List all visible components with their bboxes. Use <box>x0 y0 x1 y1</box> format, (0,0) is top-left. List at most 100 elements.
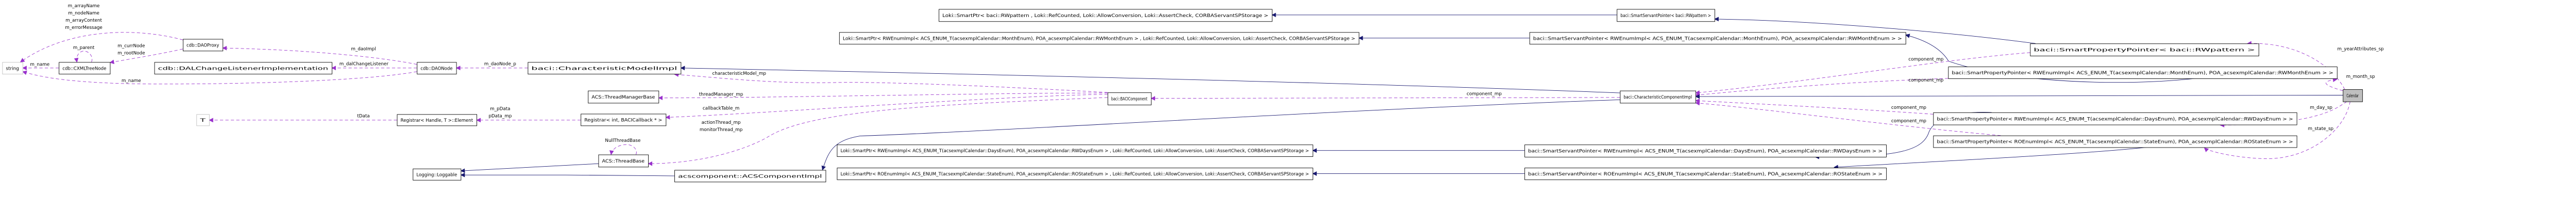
node-label: Registrar< int, BACICallback * > <box>584 118 662 123</box>
edge-label: m_arrayName <box>68 4 100 9</box>
class-node-cmi[interactable]: baci::CharacteristicModelImpl <box>528 62 682 75</box>
class-node-cci[interactable]: baci::CharacteristicComponentImpl <box>1620 90 1697 104</box>
edge-line <box>680 66 1620 93</box>
node-label: baci::SmartPropertyPointer< RWEnumImpl< … <box>1952 71 2333 76</box>
class-node-dalcl[interactable]: cdb::DALChangeListenerImplementation <box>154 62 332 75</box>
edge-label: actionThread_mp <box>702 120 741 125</box>
edge-line <box>658 92 1108 101</box>
edge-line <box>665 94 1108 120</box>
class-node-spp-days[interactable]: baci::SmartPropertyPointer< RWEnumImpl< … <box>1933 112 2297 125</box>
node-label: baci::SmartServantPointer< baci::RWpatte… <box>1620 13 1711 19</box>
edge-label: m_currNode <box>117 43 145 49</box>
class-node-threadbase[interactable]: ACS::ThreadBase <box>598 154 649 168</box>
usage-edge-daonode-to-dalcl: m_dalChangeListener <box>331 62 417 71</box>
nodes-layer: string cdb::CXMLTreeNode cdb::DAOProxycdb:… <box>2 9 2363 183</box>
class-node-acsci[interactable]: acscomponent::ACSComponentImpl <box>674 170 826 183</box>
edge-line <box>1695 101 2001 136</box>
collaboration-diagram: m_arrayNamem_nodeNamem_arrayContentm_err… <box>2 4 2384 183</box>
edge-line <box>1150 96 1620 101</box>
class-node-ssp-state[interactable]: baci::SmartServantPointer< ROEnumImpl< A… <box>1524 168 1887 180</box>
class-node-ssp-month[interactable]: baci::SmartServantPointer< RWEnumImpl< A… <box>1529 32 1906 45</box>
class-node-regint[interactable]: Registrar< int, BACICallback * > <box>581 114 667 126</box>
node-box <box>839 32 1360 45</box>
node-label: baci::CharacteristicModelImpl <box>531 66 677 71</box>
node-box <box>1933 135 2297 148</box>
edge-label: NullThreadBase <box>605 138 640 143</box>
edge-line <box>22 70 417 85</box>
usage-edge-calendar-to-spp_rw: m_yearAttributes_sp <box>2247 41 2384 90</box>
inheritance-edge-cci-to-acsci <box>821 99 1620 171</box>
node-box <box>1107 92 1152 105</box>
usage-edge-daonode-to-string: m_name <box>22 70 417 85</box>
edge-line <box>20 32 183 62</box>
node-label: acscomponent::ACSComponentImpl <box>678 174 822 179</box>
edges-layer: m_arrayNamem_nodeNamem_arrayContentm_err… <box>20 4 2384 177</box>
usage-edge-calendar-to-spp_state: m_state_sp <box>2204 101 2350 159</box>
node-label: T <box>199 118 206 123</box>
node-box <box>581 114 667 126</box>
class-node-spp-state[interactable]: baci::SmartPropertyPointer< ROEnumImpl< … <box>1933 135 2297 148</box>
node-label: cdb::DAOProxy <box>187 43 219 48</box>
edge-line <box>1695 99 1934 115</box>
node-box <box>1620 90 1697 104</box>
node-label: Loki::SmartPtr< baci::RWpattern , Loki::… <box>942 13 1268 19</box>
edge-label: m_name <box>122 78 141 84</box>
node-label: baci::CharacteristicComponentImpl <box>1623 95 1692 100</box>
node-box <box>397 114 478 126</box>
class-node-element[interactable]: Registrar< Handle, T >::Element <box>397 114 478 126</box>
edge-label: m_pData <box>490 106 510 111</box>
node-label: baci::SmartServantPointer< RWEnumImpl< A… <box>1533 36 1902 41</box>
usage-edge-spp_state-to-cci: component_mp <box>1695 101 2001 136</box>
usage-edge-calendar-to-spp_month: m_month_sp <box>2326 74 2375 91</box>
edge-label: m_rootNode <box>117 51 145 56</box>
class-node-loggable[interactable]: Logging::Loggable <box>413 168 462 181</box>
class-node-loki-state[interactable]: Loki::SmartPtr< ROEnumImpl< ACS_ENUM_T(a… <box>837 168 1313 180</box>
edge-label: tData <box>357 114 369 119</box>
usage-edge-threadbase-to-threadbase: NullThreadBase <box>605 138 640 155</box>
class-node-spp-rw[interactable]: baci::SmartPropertyPointer< baci::RWpatt… <box>2030 43 2259 56</box>
class-node-spp-month[interactable]: baci::SmartPropertyPointer< RWEnumImpl< … <box>1948 67 2337 79</box>
node-box <box>1933 112 2297 125</box>
class-node-daonode[interactable]: cdb::DAONode <box>417 62 457 75</box>
node-label: baci::SmartServantPointer< ROEnumImpl< A… <box>1528 172 1883 177</box>
edge-label: threadManager_mp <box>699 92 743 97</box>
node-box <box>598 154 649 168</box>
node-label: baci::BACIComponent <box>1111 97 1148 102</box>
edge-line <box>2326 77 2343 91</box>
class-node-loki-month[interactable]: Loki::SmartPtr< RWEnumImpl< ACS_ENUM_T(a… <box>839 32 1360 45</box>
edge-line <box>821 99 1620 171</box>
node-label: baci::SmartPropertyPointer< ROEnumImpl< … <box>1937 140 2293 145</box>
usage-edge-element-to-t: tData <box>209 114 397 123</box>
node-box <box>2343 89 2363 102</box>
class-node-tmb[interactable]: ACS::ThreadManagerBase <box>588 90 659 104</box>
class-node-cxml[interactable]: cdb::CXMLTreeNode <box>59 62 111 75</box>
class-node-baci[interactable]: baci::BACIComponent <box>1107 92 1152 105</box>
class-node-loki-rw[interactable]: Loki::SmartPtr< baci::RWpattern , Loki::… <box>939 9 1273 22</box>
node-box <box>837 168 1313 180</box>
edge-label: m_parent <box>73 45 95 51</box>
node-label: cdb::CXMLTreeNode <box>62 66 106 71</box>
edge-line <box>460 163 599 173</box>
node-box <box>1524 168 1887 180</box>
class-node-calendar[interactable]: Calendar <box>2343 89 2363 102</box>
usage-edge-spp_days-to-cci: component_mp <box>1695 99 1934 115</box>
class-node-daoproxy[interactable]: cdb::DAOProxy <box>182 39 224 52</box>
class-node-ssp-days[interactable]: baci::SmartServantPointer< RWEnumImpl< A… <box>1524 144 1887 157</box>
class-node-t[interactable]: T <box>196 114 210 126</box>
edge-line <box>1695 94 2343 99</box>
node-box <box>528 62 682 75</box>
edge-label: m_arrayContent <box>65 18 102 23</box>
node-box <box>1529 32 1906 45</box>
node-label: cdb::DALChangeListenerImplementation <box>158 66 328 71</box>
edge-line <box>2204 101 2350 159</box>
node-label: Loki::SmartPtr< RWEnumImpl< ACS_ENUM_T(a… <box>843 36 1355 41</box>
edge-label: m_nodeName <box>68 11 99 16</box>
class-node-ssp-rw[interactable]: baci::SmartServantPointer< baci::RWpatte… <box>1617 9 1715 22</box>
node-box <box>182 39 224 52</box>
node-box <box>1948 67 2337 79</box>
class-node-loki-days[interactable]: Loki::SmartPtr< RWEnumImpl< ACS_ENUM_T(a… <box>837 144 1313 157</box>
edge-label: component_mp <box>1467 91 1502 96</box>
usage-edge-spp_rw-to-cci: component_mp <box>1695 52 2030 95</box>
node-box <box>196 114 210 126</box>
class-node-string[interactable]: string <box>2 62 23 75</box>
